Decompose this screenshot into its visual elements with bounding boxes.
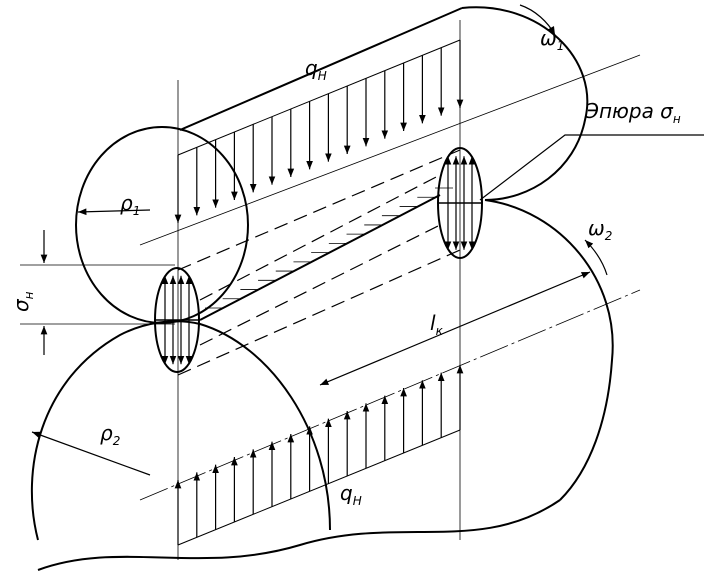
top-cylinder-top-edge <box>179 7 463 131</box>
outlines <box>30 6 614 571</box>
epure-label: Эпюра σн <box>584 99 681 126</box>
stress-hatch <box>205 187 453 309</box>
break-line <box>37 499 561 571</box>
rho1-label: ρ1 <box>120 191 140 218</box>
lk-label: lк <box>430 311 444 338</box>
omega1-label: ω1 <box>540 26 564 53</box>
contact-lines <box>177 149 461 376</box>
dimension-lines <box>31 4 704 476</box>
bottom-cylinder-right-end <box>484 199 614 501</box>
left-epure <box>154 267 200 373</box>
stress-epures <box>154 147 483 373</box>
q-bottom-label: qH <box>340 481 362 508</box>
bottom-cylinder-end <box>30 320 331 541</box>
top-cylinder-bottom-edge <box>199 194 441 321</box>
load-arrows <box>155 39 482 546</box>
sigma-label: σн <box>9 291 36 312</box>
top-cylinder-right-end <box>461 6 589 201</box>
rho2-label: ρ2 <box>100 421 120 448</box>
omega2-label: ω2 <box>588 216 612 243</box>
top-cylinder-end <box>75 126 249 324</box>
bottom-load-base <box>177 429 461 546</box>
q-top-label: qH <box>305 56 327 83</box>
right-epure <box>437 147 483 259</box>
top-load-base <box>177 39 461 156</box>
